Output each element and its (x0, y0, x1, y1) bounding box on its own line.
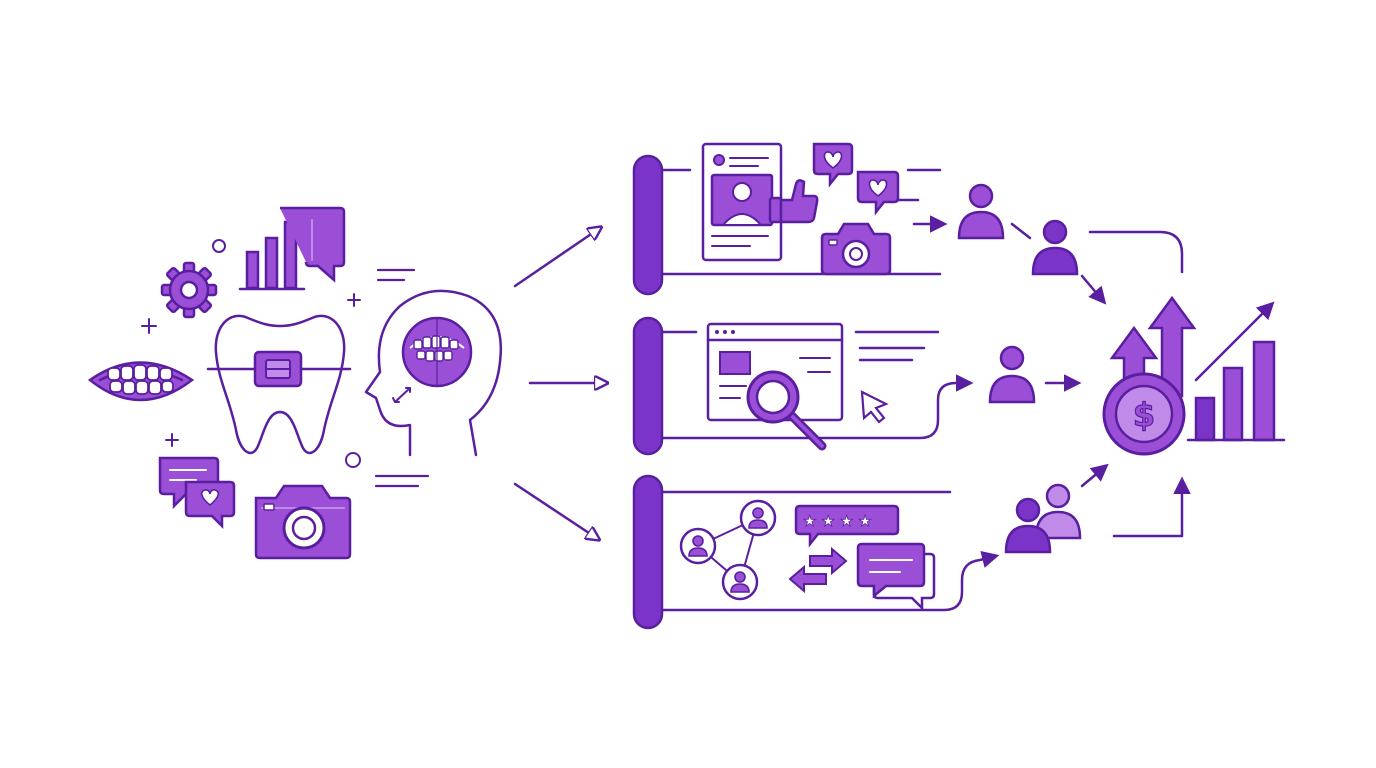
camera-icon (254, 484, 352, 560)
channel-search (632, 316, 1082, 456)
channel-bar (632, 474, 664, 630)
cursor-icon (860, 390, 889, 424)
person-icon (1034, 483, 1082, 540)
thumbs-up-icon (768, 179, 819, 224)
text-lines-decor (374, 268, 430, 488)
channel-social (632, 142, 1184, 305)
chat-bubbles-icon (856, 542, 936, 612)
bar-chart-icon (238, 220, 306, 291)
heart-bubble-icon (812, 142, 900, 216)
dollar-coin-icon: $ (1102, 372, 1186, 456)
branch-arrows (513, 228, 606, 539)
channel-reviews: ★★★★ (632, 463, 1191, 630)
decorative-dots (212, 239, 361, 468)
review-stars-text: ★★★★ (803, 512, 877, 530)
camera-icon (820, 222, 892, 276)
left-concept-cluster (87, 206, 503, 560)
channel-bar (632, 154, 664, 296)
currency-symbol: $ (1133, 396, 1155, 434)
tooth-with-braces-icon (206, 314, 352, 455)
chat-bubbles-icon (158, 456, 236, 530)
channel-bar (632, 316, 664, 456)
gear-icon (160, 261, 218, 319)
person-icon (1031, 219, 1079, 276)
review-stars-icon: ★★★★ (794, 504, 900, 548)
decorative-plus (141, 293, 361, 447)
speech-bubble-icon (280, 206, 346, 283)
network-icon (679, 499, 777, 601)
dentures-icon (87, 361, 195, 402)
revenue-growth-cluster: $ (1102, 295, 1286, 456)
magnifier-icon (746, 370, 827, 451)
head-profile-icon (364, 289, 503, 457)
growth-chart-icon (1186, 301, 1286, 442)
person-icon (1004, 497, 1052, 554)
person-icon (957, 183, 1005, 240)
person-icon (988, 345, 1036, 404)
exchange-arrows-icon (788, 546, 848, 594)
